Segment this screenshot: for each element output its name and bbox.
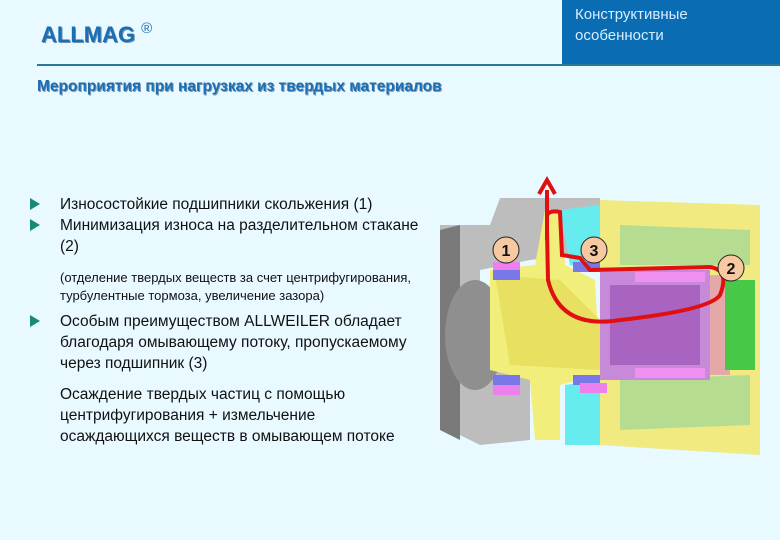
bullet-item: Особым преимуществом ALLWEILER обладает … [30, 311, 420, 374]
triangle-bullet-icon [30, 198, 40, 210]
bullet-note: (отделение твердых веществ за счет центр… [60, 270, 411, 303]
section-label-box: Конструктивные особенности [562, 0, 780, 64]
triangle-bullet-icon [30, 219, 40, 231]
svg-text:1: 1 [502, 243, 511, 260]
slide-subtitle: Мероприятия при нагрузках из твердых мат… [37, 78, 442, 95]
svg-text:2: 2 [727, 261, 736, 278]
registered-mark: ® [141, 20, 153, 37]
header-divider [37, 64, 780, 66]
svg-text:3: 3 [590, 243, 599, 260]
section-label: Конструктивные особенности [575, 4, 688, 46]
pump-cross-section-diagram: 1 3 2 [420, 170, 780, 470]
brand-title: ALLMAG ® [41, 20, 153, 48]
bullet-text: Особым преимуществом ALLWEILER обладает … [60, 313, 407, 372]
brand-name: ALLMAG [41, 22, 136, 47]
bullet-list: Износостойкие подшипники скольжения (1) … [30, 194, 420, 447]
bullet-item: Минимизация износа на разделительном ста… [30, 215, 420, 257]
paragraph: Осаждение твердых частиц с помощью центр… [60, 386, 395, 445]
pump-diagram-svg: 1 3 2 [440, 175, 760, 455]
label-1: 1 [492, 236, 520, 264]
bullet-text: Износостойкие подшипники скольжения (1) [60, 196, 373, 213]
bullet-item: Износостойкие подшипники скольжения (1) [30, 194, 420, 215]
section-label-line2: особенности [575, 27, 664, 44]
triangle-bullet-icon [30, 315, 40, 327]
bullet-text: Минимизация износа на разделительном ста… [60, 217, 419, 255]
label-3: 3 [580, 236, 608, 264]
label-2: 2 [717, 254, 745, 282]
section-label-line1: Конструктивные [575, 6, 688, 23]
